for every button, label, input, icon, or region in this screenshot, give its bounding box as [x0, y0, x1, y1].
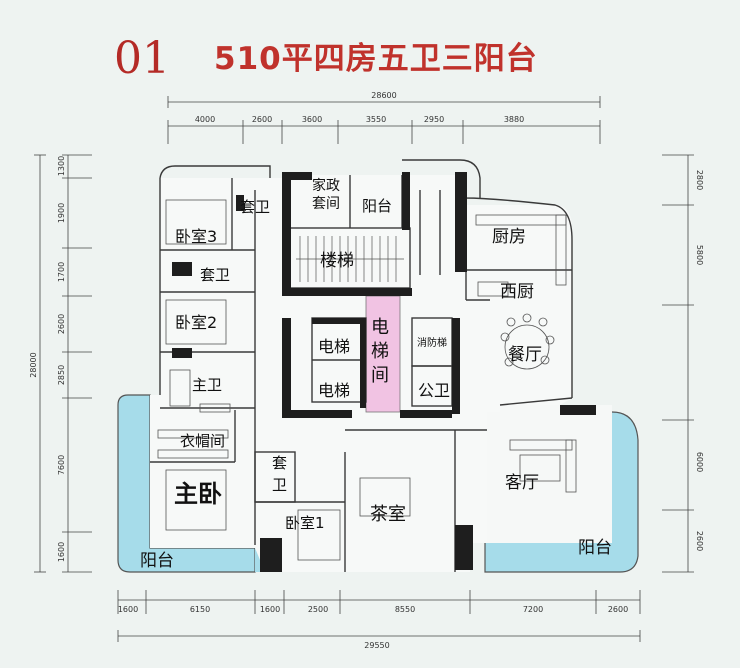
room-stairs: 楼梯 — [320, 251, 354, 271]
dim-left-seg: 7600 — [57, 455, 66, 475]
structural-walls — [172, 172, 596, 572]
room-labels: 家政套间 阳台 厨房 西厨 卧室3 套卫 套卫 楼梯 电梯间 卧室2 电梯 电梯… — [140, 177, 612, 571]
room-dining: 餐厅 — [508, 345, 542, 365]
dim-top-seg: 2600 — [252, 115, 272, 124]
room-elevator-2: 电梯 — [318, 381, 350, 400]
room-balcony-right: 阳台 — [578, 538, 612, 558]
dim-left-seg: 1900 — [57, 203, 66, 223]
room-master-bath: 主卫 — [192, 376, 222, 394]
dim-top-seg: 2950 — [424, 115, 444, 124]
room-bedroom2: 卧室2 — [175, 313, 217, 332]
room-fire-elevator: 消防梯 — [417, 336, 447, 349]
dim-bottom-total: 29550 — [364, 641, 389, 650]
room-living: 客厅 — [505, 473, 539, 493]
dim-right-seg: 2600 — [695, 531, 704, 551]
dim-left-seg: 1700 — [57, 262, 66, 282]
room-public-wc: 公卫 — [418, 381, 450, 400]
plan-number: 01 — [114, 33, 170, 84]
dim-top-seg: 3880 — [504, 115, 524, 124]
room-master-bedroom: 主卧 — [174, 480, 222, 508]
dimension-labels: 28600 4000 2600 3600 3550 2950 3880 1600… — [29, 91, 704, 650]
room-elevator-hall: 电梯间 — [371, 317, 389, 386]
room-ensuite-b: 套卫 — [200, 266, 230, 284]
balcony-areas — [117, 191, 639, 573]
dim-bottom-seg: 2500 — [308, 605, 328, 614]
dim-top-total: 28600 — [371, 91, 396, 100]
room-ensuite-c: 套卫 — [272, 454, 287, 494]
room-balcony-left: 阳台 — [140, 551, 174, 571]
room-bedroom1: 卧室1 — [285, 514, 325, 532]
stair-treads — [296, 236, 404, 282]
dim-right-seg: 5800 — [695, 245, 704, 265]
dim-left-seg: 2600 — [57, 314, 66, 334]
plan-title: 510平四房五卫三阳台 — [214, 41, 538, 77]
room-bedroom3: 卧室3 — [175, 227, 217, 246]
dim-right-seg: 2800 — [695, 170, 704, 190]
dim-top-seg: 3600 — [302, 115, 322, 124]
dim-left-seg: 1600 — [57, 542, 66, 562]
room-kitchen: 厨房 — [492, 227, 526, 247]
room-elevator-1: 电梯 — [318, 337, 350, 356]
dim-left-seg: 1300 — [57, 156, 66, 176]
dim-bottom-seg: 1600 — [118, 605, 138, 614]
dim-top-seg: 3550 — [366, 115, 386, 124]
dim-bottom-seg: 6150 — [190, 605, 210, 614]
dimension-lines — [34, 96, 694, 642]
room-ensuite-a: 套卫 — [240, 198, 270, 216]
dim-top-seg: 4000 — [195, 115, 215, 124]
room-domestic-suite: 家政套间 — [312, 177, 340, 212]
dim-right-seg: 6000 — [695, 452, 704, 472]
room-cloakroom: 衣帽间 — [180, 432, 225, 450]
room-tea-room: 茶室 — [370, 504, 406, 525]
room-balcony-north: 阳台 — [362, 197, 392, 215]
dim-left-total: 28000 — [29, 352, 38, 377]
room-western-kitchen: 西厨 — [500, 282, 534, 302]
dim-bottom-seg: 8550 — [395, 605, 415, 614]
fixtures — [157, 199, 577, 561]
dim-bottom-seg: 1600 — [260, 605, 280, 614]
dim-bottom-seg: 2600 — [608, 605, 628, 614]
dim-left-seg: 2850 — [57, 365, 66, 385]
dim-bottom-seg: 7200 — [523, 605, 543, 614]
